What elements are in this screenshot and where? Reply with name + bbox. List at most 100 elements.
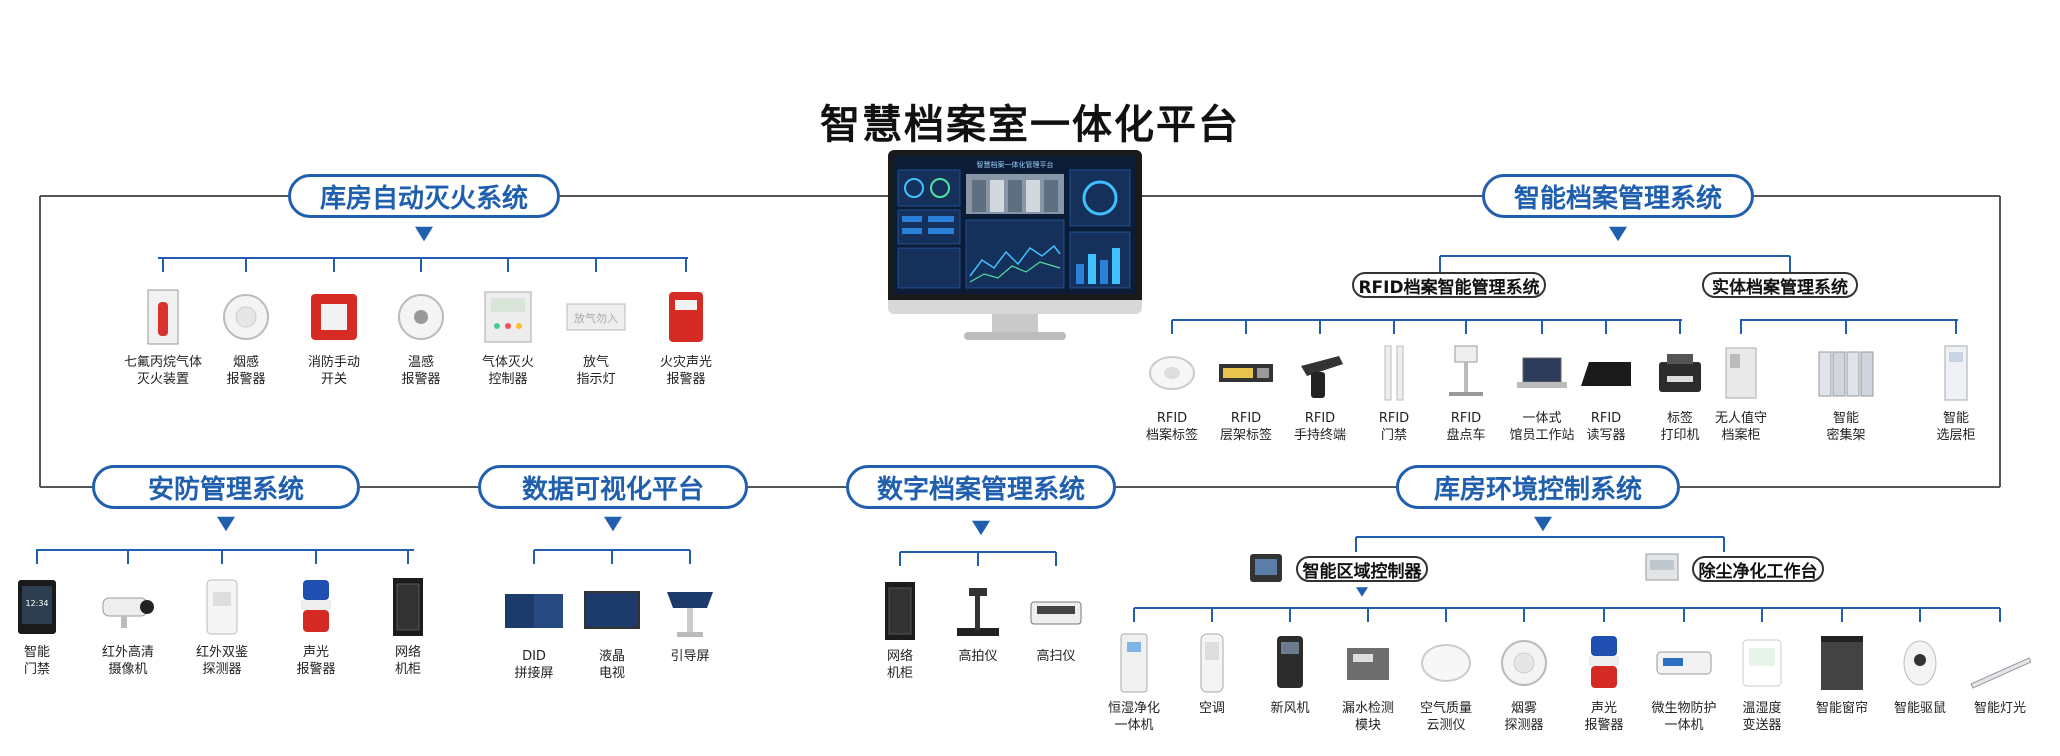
device-item: 温感 报警器 [376, 286, 466, 388]
cart-icon [1435, 342, 1497, 404]
device-label: RFID 盘点车 [1446, 411, 1486, 443]
air-quality-icon [1415, 632, 1477, 694]
arrow-down-icon [217, 516, 235, 532]
handheld-terminal-icon [1289, 342, 1351, 404]
humidifier-icon [1103, 632, 1165, 694]
device-label: 空调 [1198, 701, 1225, 716]
page-title: 智慧档案室一体化平台 [820, 102, 1240, 148]
controller-panel-icon [477, 286, 539, 348]
arrow-down-icon [972, 520, 990, 536]
dashboard-graphics [897, 169, 1131, 289]
face-terminal-icon: 12:34 [6, 576, 68, 638]
device-label: 气体灭火 控制器 [481, 355, 534, 387]
device-item: 新风机 [1245, 632, 1335, 717]
device-label: 声光 报警器 [1584, 701, 1624, 733]
device-label: 红外双鉴 探测器 [195, 645, 248, 677]
archive-system-pill: 智能档案管理系统 [1482, 174, 1754, 218]
device-item: 烟感 报警器 [201, 286, 291, 388]
device-item: 高拍仪 [933, 580, 1023, 665]
device-item: 气体灭火 控制器 [463, 286, 553, 388]
device-label: 智能窗帘 [1815, 701, 1868, 716]
device-label: 智能 门禁 [23, 645, 50, 677]
device-item: RFID 盘点车 [1421, 342, 1511, 444]
env-control-pill: 库房环境控制系统 [1396, 465, 1680, 509]
arrow-down-icon [1534, 516, 1552, 532]
device-label: 新风机 [1270, 701, 1310, 716]
rodent-repeller-icon [1889, 632, 1951, 694]
device-item: 智能灯光 [1955, 632, 2045, 717]
microbe-unit-icon [1653, 632, 1715, 694]
device-label: 智能 选层柜 [1936, 411, 1976, 443]
device-item: 无人值守 档案柜 [1696, 342, 1786, 444]
device-item: 标签 打印机 [1635, 342, 1725, 444]
device-label: 无人值守 档案柜 [1714, 411, 1767, 443]
heat-detector-icon [390, 286, 452, 348]
fire-alarm-icon [655, 286, 717, 348]
device-item: 声光 报警器 [1559, 632, 1649, 734]
device-item: 消防手动 开关 [289, 286, 379, 388]
dense-shelf-icon [1815, 342, 1877, 404]
device-item: 网络 机柜 [855, 580, 945, 682]
thermo-hygro-icon [1731, 632, 1793, 694]
monitor-stand [992, 314, 1038, 334]
device-label: 红外高清 摄像机 [101, 645, 154, 677]
arrow-down-icon [1356, 587, 1368, 597]
device-label: 标签 打印机 [1660, 411, 1700, 443]
device-item: 温湿度 变送器 [1717, 632, 1807, 734]
light-bar-icon [1969, 632, 2032, 694]
pir-detector-icon [191, 576, 253, 638]
device-item: 智能窗帘 [1797, 632, 1887, 717]
rack-icon [869, 580, 931, 642]
device-label: 放气 指示灯 [576, 355, 616, 387]
device-label: RFID 手持终端 [1293, 411, 1346, 443]
fresh-air-icon [1259, 632, 1321, 694]
security-system-pill: 安防管理系统 [92, 465, 360, 509]
camera-icon [97, 576, 159, 638]
device-label: 微生物防护 一体机 [1651, 701, 1717, 733]
rfid-subsystem-pill: RFID档案智能管理系统 [1352, 272, 1546, 298]
device-item: 空调 [1167, 632, 1257, 717]
device-item: RFID 层架标签 [1201, 342, 1291, 444]
device-item: RFID 档案标签 [1127, 342, 1217, 444]
device-label: 温感 报警器 [401, 355, 441, 387]
device-item: 引导屏 [645, 580, 735, 665]
indicator-sign-icon: 放气勿入 [565, 286, 627, 348]
zone-controller-pill: 智能区域控制器 [1296, 556, 1428, 582]
physical-subsystem-pill: 实体档案管理系统 [1702, 272, 1858, 298]
device-item: RFID 读写器 [1561, 342, 1651, 444]
device-label: 声光 报警器 [296, 645, 336, 677]
device-label: 一体式 馆员工作站 [1509, 411, 1575, 443]
device-label: 智能 密集架 [1826, 411, 1866, 443]
device-item: RFID 手持终端 [1275, 342, 1365, 444]
layer-cabinet-icon [1925, 342, 1987, 404]
monitor-base [964, 332, 1066, 340]
gate-icon [1363, 342, 1425, 404]
printer-icon [1649, 342, 1711, 404]
strobe-alarm-icon [285, 576, 347, 638]
device-item: 漏水检测 模块 [1323, 632, 1413, 734]
svg-text:12:34: 12:34 [25, 599, 48, 608]
kiosk-icon [659, 580, 721, 642]
device-label: RFID 档案标签 [1145, 411, 1198, 443]
video-wall-icon [503, 580, 565, 642]
rfid-tag-roll-icon [1141, 342, 1203, 404]
device-item: 恒湿净化 一体机 [1089, 632, 1179, 734]
rack-icon [377, 576, 439, 638]
device-item: 红外高清 摄像机 [83, 576, 173, 678]
device-label: 网络 机柜 [886, 649, 913, 681]
device-item: 液晶 电视 [567, 580, 657, 682]
device-label: 七氟丙烷气体 灭火装置 [123, 355, 202, 387]
device-item: 智能 选层柜 [1911, 342, 2001, 444]
gas-cabinet-icon [132, 286, 194, 348]
fire-system-pill: 库房自动灭火系统 [288, 174, 560, 218]
purify-workbench-pill: 除尘净化工作台 [1692, 556, 1824, 582]
device-item: DID 拼接屏 [489, 580, 579, 682]
strobe-alarm-icon [1573, 632, 1635, 694]
device-label: 温湿度 变送器 [1742, 701, 1782, 733]
purify-workbench-icon [1642, 546, 1682, 590]
device-label: 智能灯光 [1973, 701, 2026, 716]
curtain-icon [1811, 632, 1873, 694]
manual-alarm-icon [303, 286, 365, 348]
